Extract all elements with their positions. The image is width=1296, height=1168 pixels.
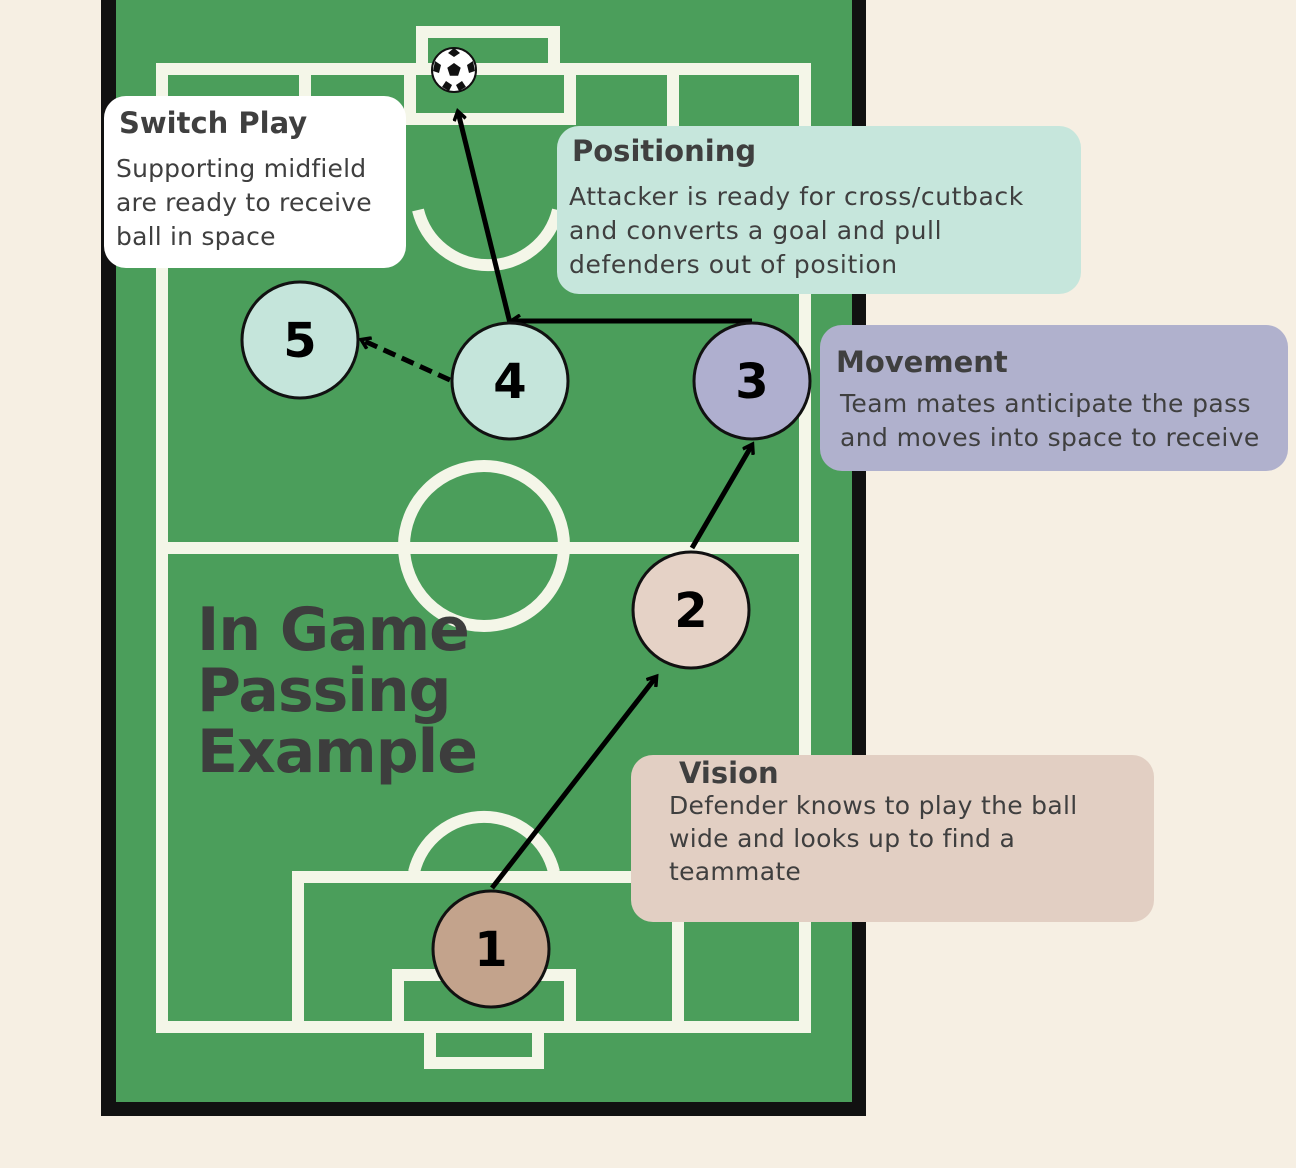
soccer-ball-icon xyxy=(431,47,477,93)
pass-arrow-1-to-2 xyxy=(490,677,656,890)
player-marker xyxy=(692,321,812,441)
pass-arrow-4-to-5 xyxy=(362,340,452,383)
player-marker xyxy=(431,889,551,1009)
pass-arrow-4-to-goal xyxy=(458,112,513,324)
diagram-title: In Game Passing Example xyxy=(197,595,478,787)
player-3: 3 xyxy=(692,321,812,441)
player-marker xyxy=(631,550,751,670)
player-marker xyxy=(240,280,360,400)
card-title: Positioning xyxy=(572,134,757,168)
title-line: Example xyxy=(197,717,478,787)
card-title: Movement xyxy=(836,345,1008,379)
card-body: Team mates anticipate the pass and moves… xyxy=(840,389,1260,452)
pass-arrow-2-to-3 xyxy=(689,445,752,550)
player-number: 2 xyxy=(674,583,707,639)
player-marker xyxy=(450,321,570,441)
player-5: 5 xyxy=(240,280,360,400)
vision-card: Vision Defender knows to play the ball w… xyxy=(631,755,1154,922)
card-title: Vision xyxy=(679,756,779,790)
pass-arrows xyxy=(362,112,752,890)
player-1: 1 xyxy=(431,889,551,1009)
player-2: 2 xyxy=(631,550,751,670)
movement-card: Movement Team mates anticipate the pass … xyxy=(820,325,1288,471)
player-number: 1 xyxy=(474,922,507,978)
card-title: Switch Play xyxy=(119,106,308,140)
switch-play-card: Switch Play Supporting midfield are read… xyxy=(104,96,406,268)
card-body: Defender knows to play the ball wide and… xyxy=(669,791,1078,886)
title-line: Passing xyxy=(197,656,452,726)
title-line: In Game xyxy=(197,595,470,665)
player-number: 4 xyxy=(493,354,526,410)
card-body: Supporting midfield are ready to receive… xyxy=(116,154,372,251)
card-body: Attacker is ready for cross/cutback and … xyxy=(569,182,1024,279)
player-number: 5 xyxy=(283,313,316,369)
player-number: 3 xyxy=(735,354,768,410)
positioning-card: Positioning Attacker is ready for cross/… xyxy=(557,126,1081,294)
player-4: 4 xyxy=(450,321,570,441)
